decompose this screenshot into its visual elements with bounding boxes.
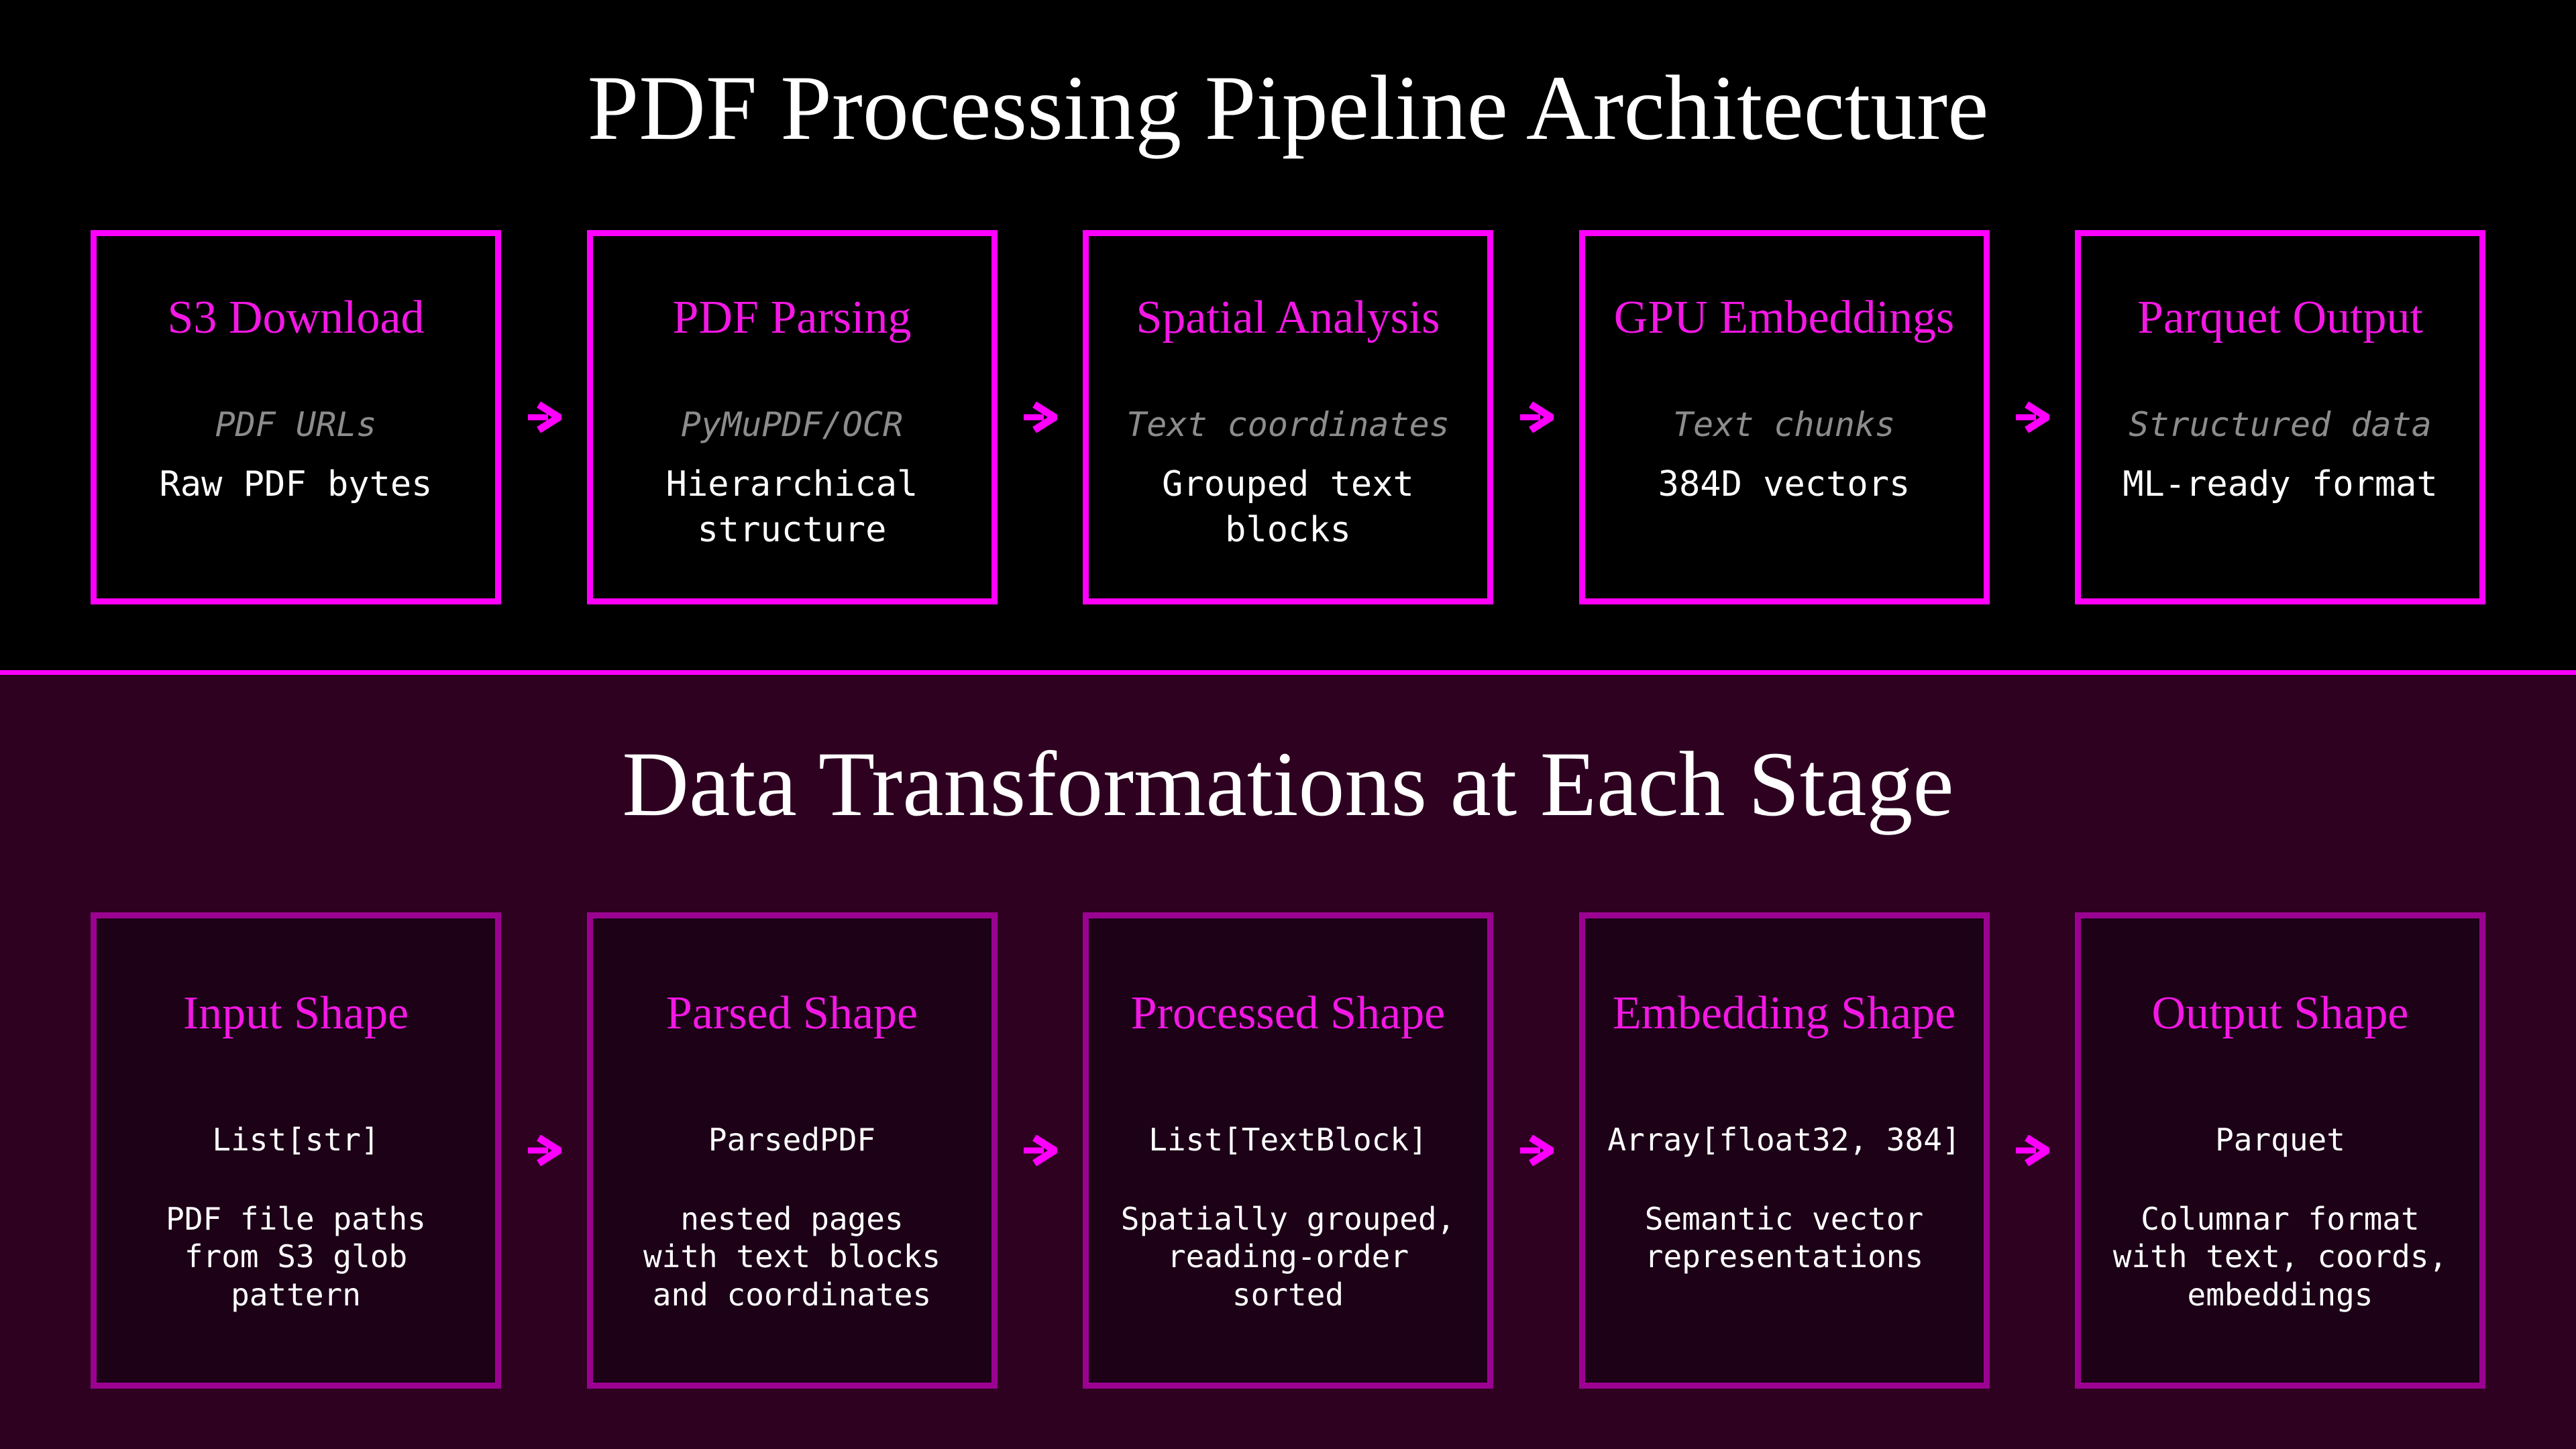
stage-title: PDF Parsing <box>672 292 912 343</box>
shape-title: Parsed Shape <box>665 987 918 1039</box>
section-divider-line <box>0 670 2576 675</box>
flow-arrow-icon <box>1519 402 1554 433</box>
shape-box-output: Output Shape Parquet Columnar format wit… <box>2075 912 2485 1389</box>
shape-box-processed: Processed Shape List[TextBlock] Spatiall… <box>1083 912 1493 1389</box>
stage-title: S3 Download <box>167 292 425 343</box>
flow-arrow-icon <box>1024 1135 1058 1166</box>
stage-title: Spatial Analysis <box>1136 292 1440 343</box>
pipeline-section-title: PDF Processing Pipeline Architecture <box>587 56 1989 159</box>
stage-title: Parquet Output <box>2137 292 2423 343</box>
flow-arrow-icon <box>2016 402 2050 433</box>
transformation-stage-row: Input Shape List[str] PDF file paths fro… <box>91 912 2485 1389</box>
stage-tool: PyMuPDF/OCR <box>680 405 904 444</box>
shape-type: ParsedPDF <box>708 1121 876 1158</box>
shape-title: Processed Shape <box>1130 987 1446 1039</box>
shape-box-parsed: Parsed Shape ParsedPDF nested pages with… <box>586 912 998 1389</box>
stage-tool: PDF URLs <box>215 405 377 444</box>
stage-tool: Text chunks <box>1672 405 1896 444</box>
flow-arrow-icon <box>1519 1135 1554 1166</box>
shape-description: nested pages with text blocks and coordi… <box>643 1201 941 1313</box>
stage-tool: Text coordinates <box>1126 405 1450 444</box>
stage-box-spatial-analysis: Spatial Analysis Text coordinates Groupe… <box>1083 230 1493 604</box>
shape-description: Columnar format with text, coords, embed… <box>2112 1201 2448 1313</box>
shape-title: Output Shape <box>2151 987 2409 1039</box>
shape-type: List[str] <box>212 1121 380 1158</box>
shape-box-embedding: Embedding Shape Array[float32, 384] Sema… <box>1578 912 1990 1389</box>
stage-tool: Structured data <box>2129 405 2432 444</box>
flow-arrow-icon <box>2016 1135 2050 1166</box>
stage-title: GPU Embeddings <box>1613 292 1955 343</box>
pipeline-stage-row: S3 Download PDF URLs Raw PDF bytes PDF P… <box>91 230 2485 604</box>
flow-arrow-icon <box>527 402 561 433</box>
shape-description: PDF file paths from S3 glob pattern <box>166 1201 426 1313</box>
stage-output: Grouped text blocks <box>1162 464 1414 550</box>
shape-type: Array[float32, 384] <box>1607 1121 1961 1158</box>
stage-box-s3-download: S3 Download PDF URLs Raw PDF bytes <box>91 230 501 604</box>
shape-description: Spatially grouped, reading-order sorted <box>1120 1201 1456 1313</box>
data-transformations-section: Data Transformations at Each Stage Input… <box>0 675 2576 1449</box>
shape-description: Semantic vector representations <box>1644 1201 1924 1275</box>
shape-title: Input Shape <box>182 987 409 1039</box>
stage-box-parquet-output: Parquet Output Structured data ML-ready … <box>2075 230 2485 604</box>
stage-box-pdf-parsing: PDF Parsing PyMuPDF/OCR Hierarchical str… <box>586 230 998 604</box>
flow-arrow-icon <box>1024 402 1058 433</box>
shape-title: Embedding Shape <box>1612 987 1956 1039</box>
shape-type: List[TextBlock] <box>1148 1121 1428 1158</box>
pipeline-architecture-section: PDF Processing Pipeline Architecture S3 … <box>0 0 2576 670</box>
stage-box-gpu-embeddings: GPU Embeddings Text chunks 384D vectors <box>1578 230 1990 604</box>
transformations-section-title: Data Transformations at Each Stage <box>622 733 1954 835</box>
stage-output: ML-ready format <box>2123 464 2438 504</box>
shape-box-input: Input Shape List[str] PDF file paths fro… <box>91 912 501 1389</box>
stage-output: 384D vectors <box>1658 464 1911 504</box>
stage-output: Hierarchical structure <box>665 464 918 550</box>
flow-arrow-icon <box>527 1135 561 1166</box>
shape-type: Parquet <box>2215 1121 2345 1158</box>
stage-output: Raw PDF bytes <box>159 464 433 504</box>
